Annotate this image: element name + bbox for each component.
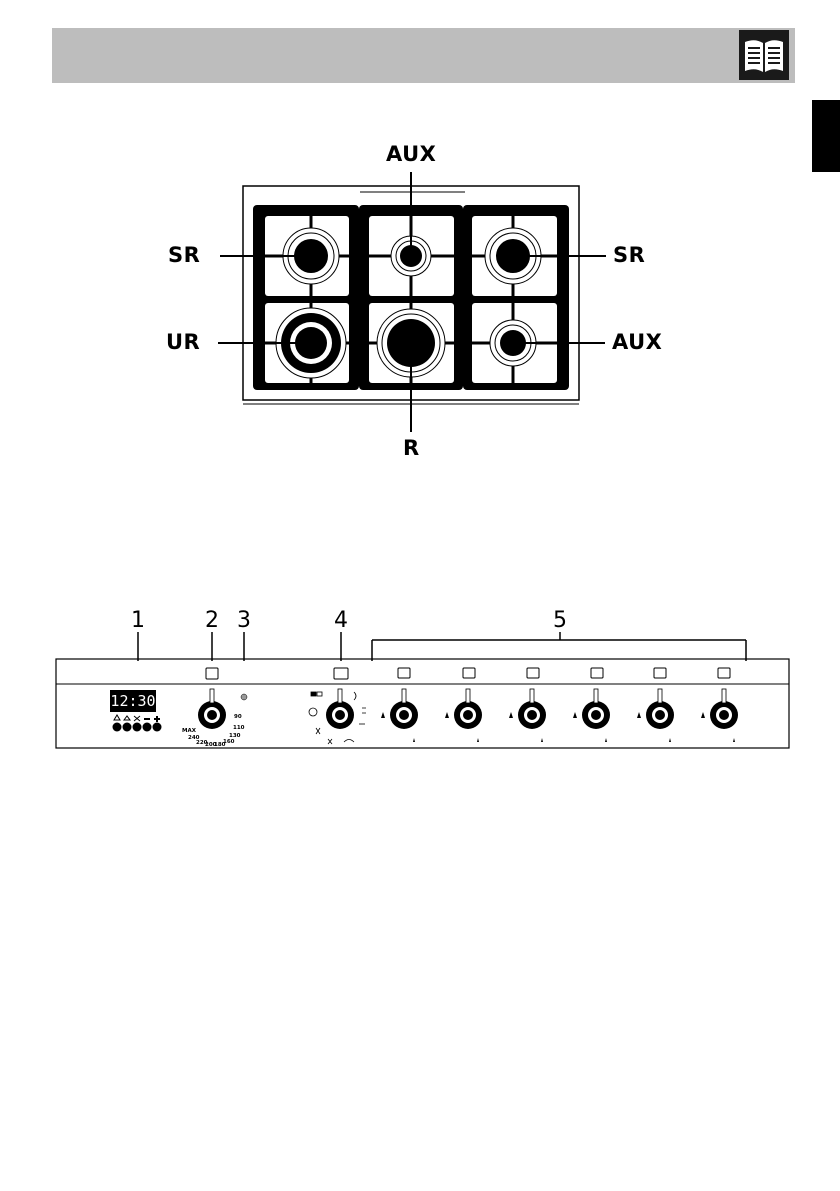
clock-display: 12:30 (110, 690, 156, 712)
callout-3: 3 (237, 608, 251, 633)
scale-90: 90 (234, 714, 242, 720)
scale-160: 160 (223, 739, 234, 745)
callout-5: 5 (553, 608, 567, 633)
scale-110: 110 (233, 725, 244, 731)
indicator-light (241, 694, 247, 700)
scale-max: MAX (182, 728, 196, 734)
callout-1: 1 (131, 608, 145, 633)
scale-130: 130 (229, 733, 240, 739)
callout-2: 2 (205, 608, 219, 633)
callout-4: 4 (334, 608, 348, 633)
